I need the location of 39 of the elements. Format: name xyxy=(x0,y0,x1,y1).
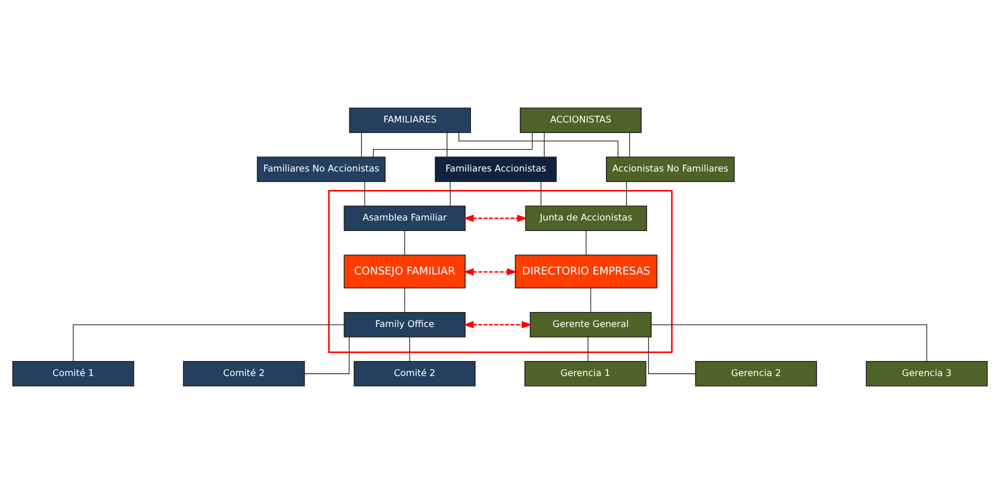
node-box: Gerente General xyxy=(530,312,652,337)
arrow xyxy=(463,214,528,222)
connector xyxy=(540,180,542,206)
connector xyxy=(629,132,630,157)
connector xyxy=(458,132,618,157)
node-box: Gerencia 3 xyxy=(866,360,988,386)
connector xyxy=(304,336,350,374)
node-box: DIRECTORIO EMPRESAS xyxy=(514,254,658,288)
connector xyxy=(404,287,406,312)
connector xyxy=(651,324,928,362)
node-box: Familiares Accionistas xyxy=(434,156,557,182)
connector xyxy=(404,230,406,255)
connector xyxy=(361,132,362,157)
connector xyxy=(372,132,533,157)
node-box: Gerencia 2 xyxy=(695,360,817,386)
connector xyxy=(648,336,696,374)
connector xyxy=(544,132,545,157)
connector xyxy=(450,180,451,206)
node-box: Comité 2 xyxy=(183,360,305,386)
connector xyxy=(409,336,410,362)
node-box: Junta de Accionistas xyxy=(525,205,648,230)
connector xyxy=(626,180,627,206)
connector xyxy=(72,324,344,362)
node-box: FAMILIARES xyxy=(349,107,471,133)
node-box: Familiares No Accionistas xyxy=(256,156,386,182)
node-box: Comité 2 xyxy=(354,360,476,386)
arrow xyxy=(463,268,518,276)
cluster xyxy=(328,189,673,353)
node-box: Accionistas No Familiares xyxy=(606,156,735,182)
node-box: Comité 1 xyxy=(12,360,134,386)
node-box: Gerencia 1 xyxy=(524,360,646,386)
node-box: Family Office xyxy=(344,312,466,337)
node-box: ACCIONISTAS xyxy=(520,107,642,133)
node-box: Asamblea Familiar xyxy=(344,205,466,230)
connector xyxy=(364,180,366,206)
arrow xyxy=(463,320,532,328)
node-box: CONSEJO FAMILIAR xyxy=(344,254,466,288)
connector xyxy=(590,287,592,312)
connector xyxy=(446,132,448,157)
